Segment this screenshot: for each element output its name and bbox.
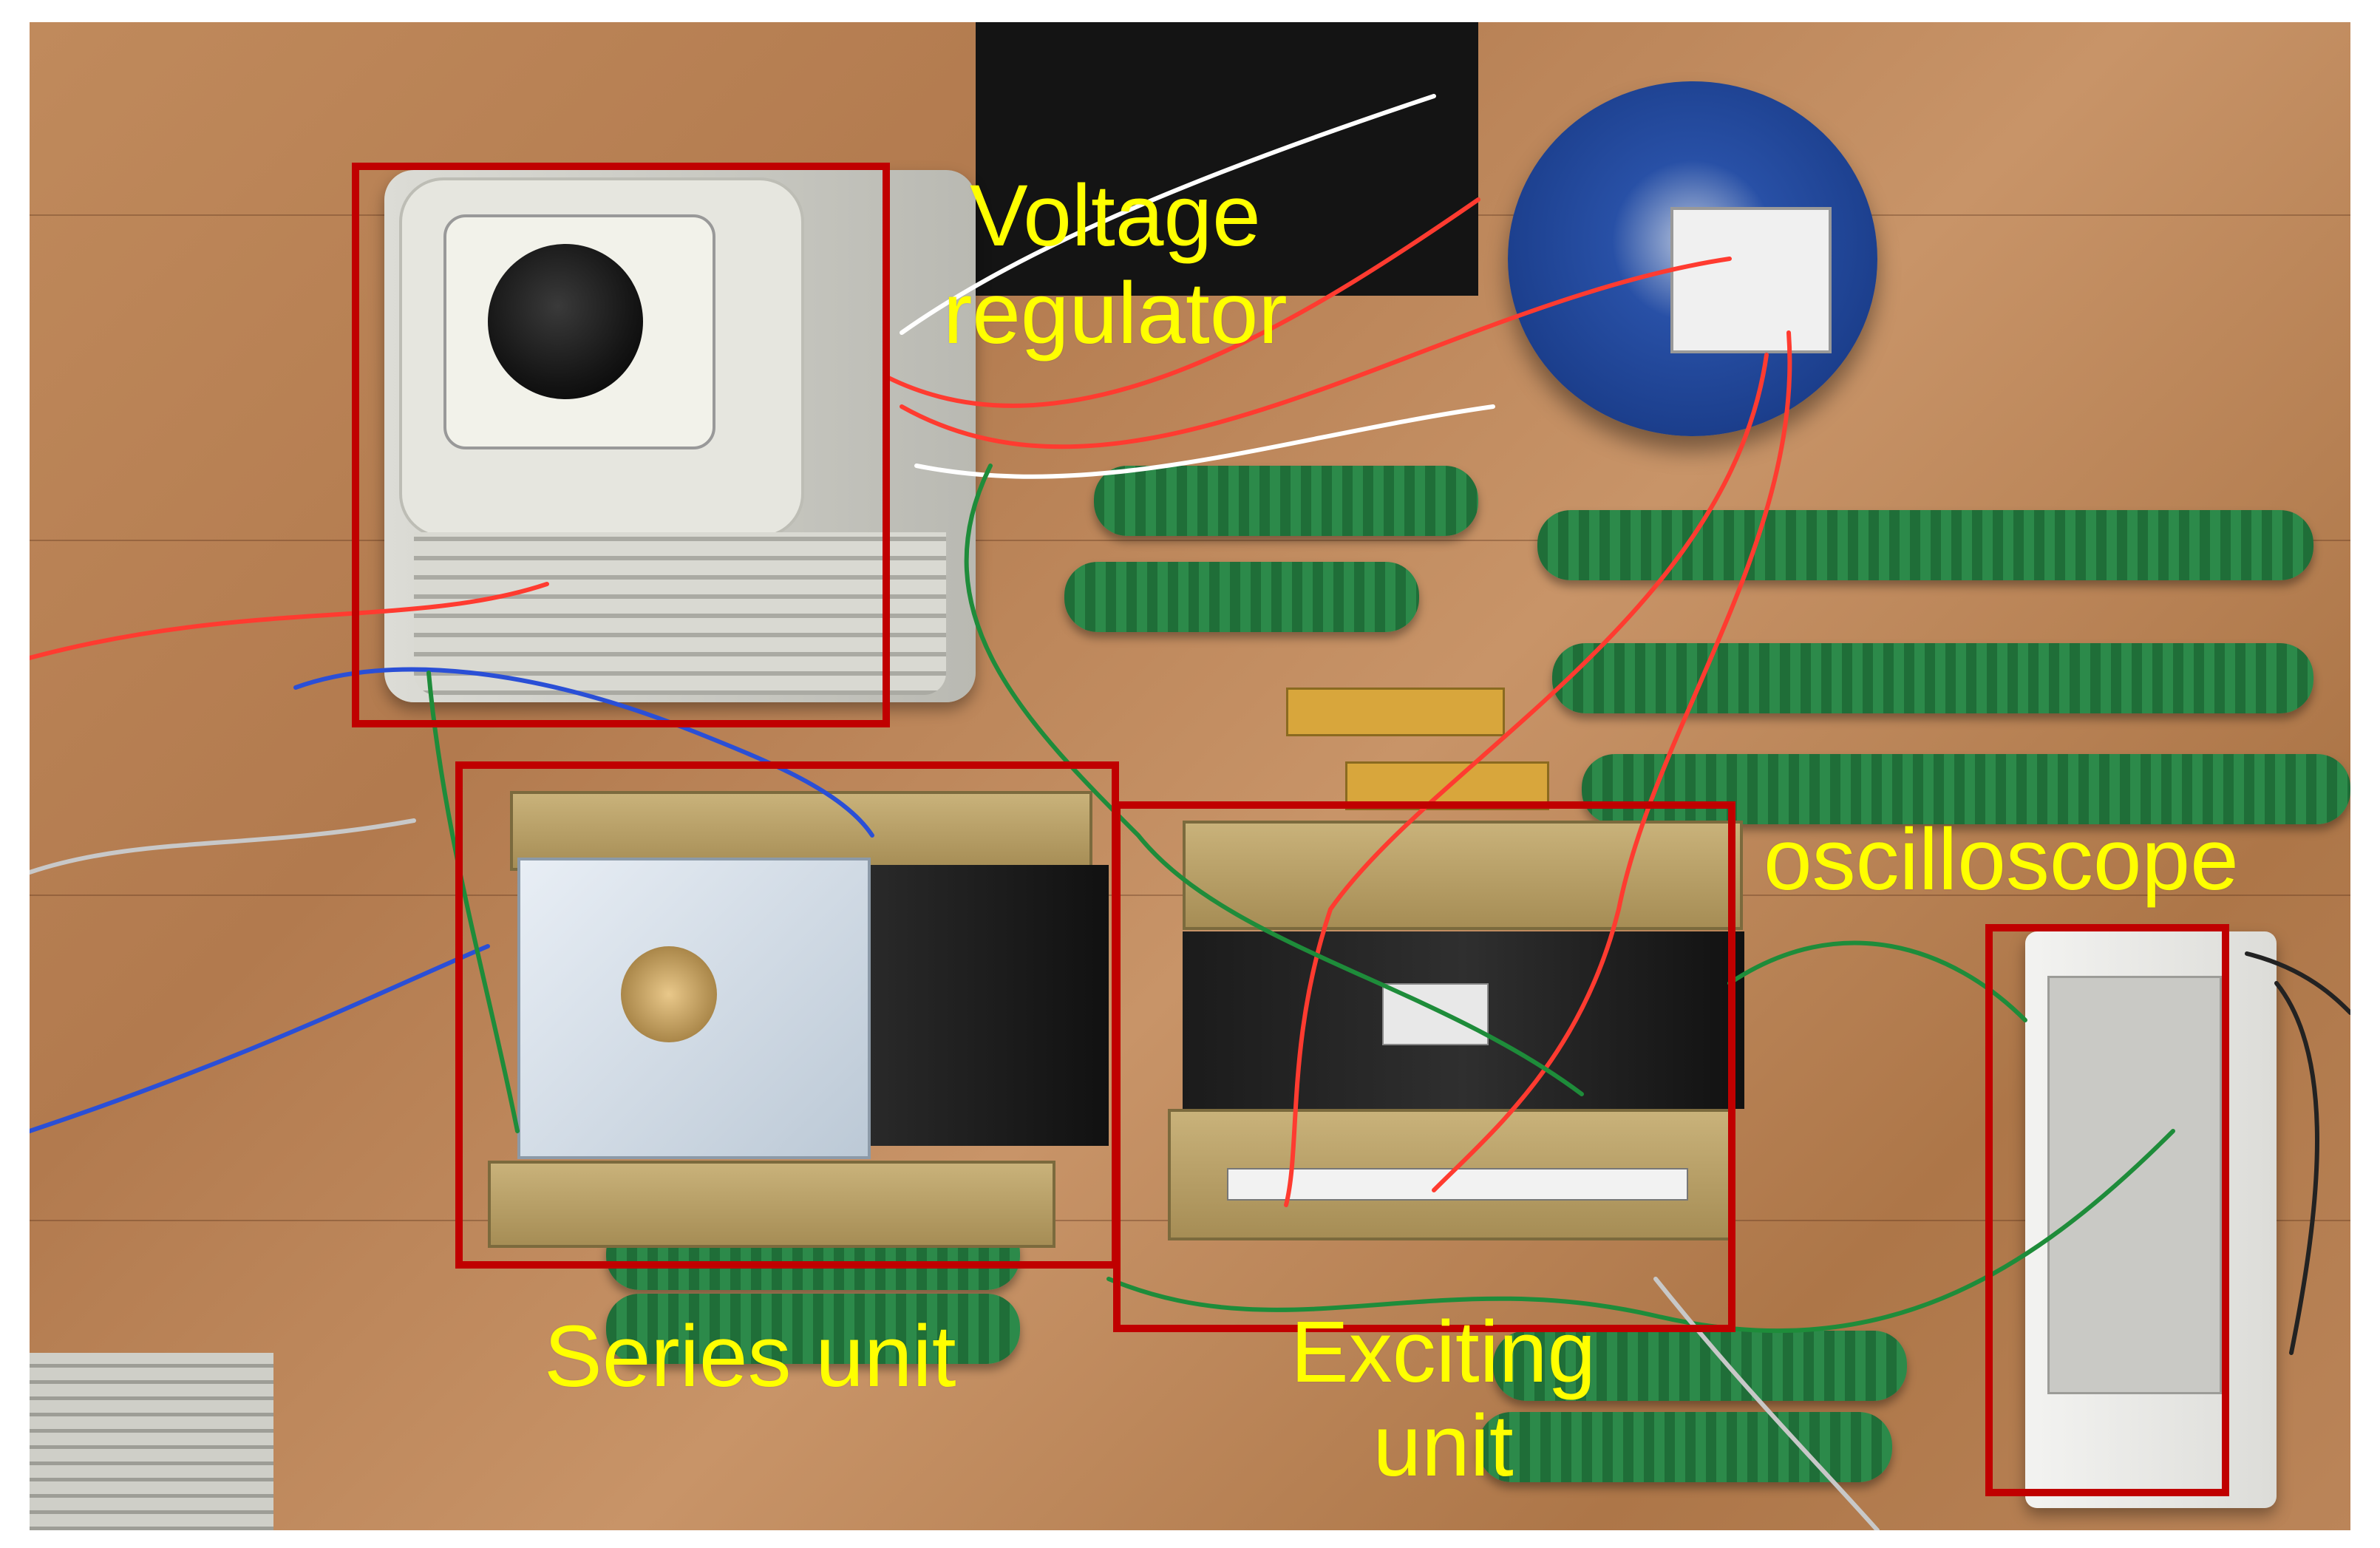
white-wire	[914, 404, 1495, 479]
exciting-unit-highlight-box	[1113, 801, 1735, 1332]
resistor	[1064, 562, 1419, 632]
green-wire	[964, 464, 1584, 1096]
black-wire	[2274, 981, 2319, 1355]
wiring	[30, 94, 2350, 1530]
exciting-transformer-top-bracket	[1183, 821, 1743, 930]
blue-wire	[293, 667, 874, 838]
green-wire	[1106, 1129, 2175, 1334]
series-transformer-tap-switch	[621, 946, 717, 1042]
voltage-regulator-label: Voltage regulator	[943, 167, 1288, 363]
resistor	[1493, 1331, 1907, 1401]
resistor	[1552, 643, 2313, 713]
red-wire	[30, 582, 549, 660]
vented-device-corner	[30, 1353, 273, 1530]
oscilloscope-label: oscilloscope	[1764, 811, 2239, 909]
red-wire	[1284, 353, 1769, 1207]
blue-wire	[30, 944, 490, 1133]
resistor	[1582, 754, 2350, 824]
grey-wire	[30, 818, 416, 875]
series-unit-label: Series unit	[544, 1308, 956, 1405]
black-wire	[2245, 951, 2350, 1015]
gold-resistor	[1286, 688, 1505, 736]
red-wire	[900, 257, 1732, 449]
red-wire	[885, 197, 1480, 408]
oscilloscope-highlight-box	[1985, 924, 2229, 1496]
exciting-unit-label: Exciting unit	[1291, 1303, 1597, 1496]
green-wire	[426, 671, 520, 1133]
red-wire	[1432, 330, 1792, 1192]
floor-plank-seam	[30, 540, 2350, 541]
voltage-regulator-vents	[414, 532, 946, 695]
white-wire	[900, 94, 1436, 335]
voltage-regulator-knob	[488, 244, 643, 399]
black-equipment-case	[976, 22, 1478, 296]
grey-wire	[1653, 1277, 1880, 1530]
oscilloscope-panel	[2047, 976, 2222, 1394]
test-bench-photo: Voltage regulator Series unit Exciting u…	[30, 22, 2350, 1530]
circuit-breaker	[1670, 207, 1832, 353]
series-unit-highlight-box	[455, 761, 1119, 1269]
green-wire	[1727, 940, 2027, 1022]
resistor	[606, 1294, 1020, 1364]
resistor	[1537, 510, 2313, 580]
resistor	[1094, 466, 1478, 536]
voltage-regulator-highlight-box	[352, 163, 890, 727]
series-transformer-bottom-bracket	[488, 1161, 1055, 1248]
